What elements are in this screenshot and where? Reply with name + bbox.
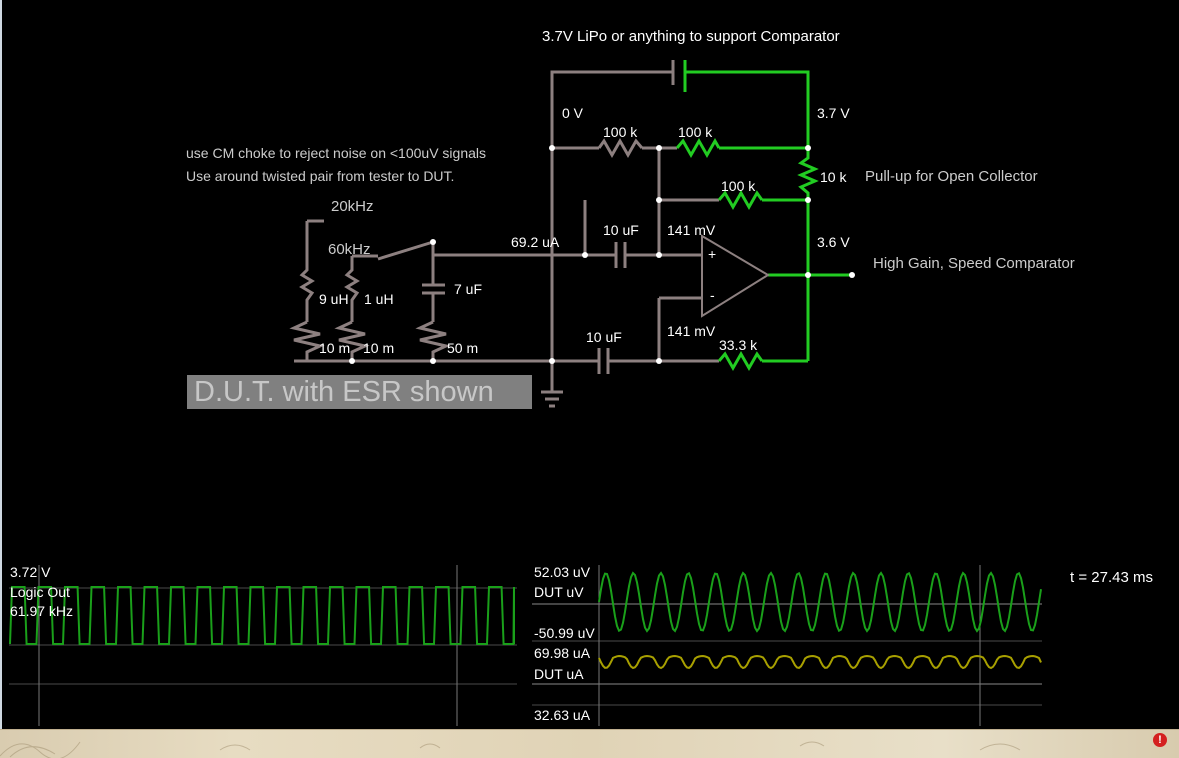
- label-r-left: 100 k: [603, 124, 638, 140]
- label-r-right: 100 k: [678, 124, 713, 140]
- label-current: 69.2 uA: [511, 234, 560, 250]
- label-r-mid: 100 k: [721, 178, 756, 194]
- circuit-simulator-window: 3.7V LiPo or anything to support Compara…: [0, 0, 1179, 729]
- note-line-1: use CM choke to reject noise on <100uV s…: [186, 145, 487, 161]
- comparator-minus-sign: -: [710, 287, 715, 303]
- label-60khz: 60kHz: [328, 241, 371, 258]
- dut-banner: D.U.T. with ESR shown: [187, 375, 532, 409]
- time-readout: t = 27.43 ms: [1070, 569, 1153, 586]
- taskbar-background-art: [0, 741, 1021, 758]
- note-line-2: Use around twisted pair from tester to D…: [186, 168, 455, 184]
- tray-warning-icon[interactable]: !: [1153, 733, 1167, 747]
- scope-left-name: Logic Out: [10, 584, 70, 600]
- scope-left-freq: 61.97 kHz: [10, 603, 74, 619]
- scope-right-i-min: 32.63 uA: [534, 707, 591, 723]
- comparator-plus-sign: +: [708, 246, 717, 262]
- label-esr1: 10 m: [319, 340, 351, 356]
- label-20khz: 20kHz: [331, 198, 374, 215]
- label-l2: 1 uH: [364, 291, 394, 307]
- wires-inactive: [289, 60, 719, 408]
- trace-logic-out: [9, 586, 515, 645]
- label-plus-voltage: 141 mV: [667, 222, 716, 238]
- scope-right-v-max: 52.03 uV: [534, 564, 591, 580]
- scope-right-v-min: -50.99 uV: [534, 625, 595, 641]
- junction-dots: [349, 145, 855, 364]
- label-0v: 0 V: [562, 105, 584, 121]
- scope-left-max: 3.72 V: [10, 564, 51, 580]
- label-l1: 9 uH: [319, 291, 349, 307]
- comparator[interactable]: [701, 234, 770, 318]
- label-pullup-caption: Pull-up for Open Collector: [865, 168, 1038, 185]
- label-3v7: 3.7 V: [817, 105, 850, 121]
- label-cap-top: 10 uF: [603, 222, 639, 238]
- scope-right-i-max: 69.98 uA: [534, 645, 591, 661]
- trace-dut-uv: [598, 571, 1042, 633]
- label-cap-bottom: 10 uF: [586, 329, 622, 345]
- label-esr3: 50 m: [447, 340, 479, 356]
- scope-grid-right: [532, 565, 1042, 726]
- supply-caption: 3.7V LiPo or anything to support Compara…: [542, 28, 840, 45]
- trace-dut-ua: [598, 654, 1042, 670]
- resistor-100k-left[interactable]: [597, 137, 644, 159]
- label-c-dut: 7 uF: [454, 281, 483, 297]
- label-r-feedback: 33.3 k: [719, 337, 758, 353]
- label-3v6: 3.6 V: [817, 234, 850, 250]
- label-output-caption: High Gain, Speed Comparator: [873, 255, 1075, 272]
- scope-right-i-name: DUT uA: [534, 666, 584, 682]
- taskbar[interactable]: [0, 729, 1179, 758]
- label-esr2: 10 m: [363, 340, 395, 356]
- scope-right-v-name: DUT uV: [534, 584, 584, 600]
- label-pullup-value: 10 k: [820, 169, 847, 185]
- circuit-canvas[interactable]: [2, 0, 1179, 729]
- label-minus-voltage: 141 mV: [667, 323, 716, 339]
